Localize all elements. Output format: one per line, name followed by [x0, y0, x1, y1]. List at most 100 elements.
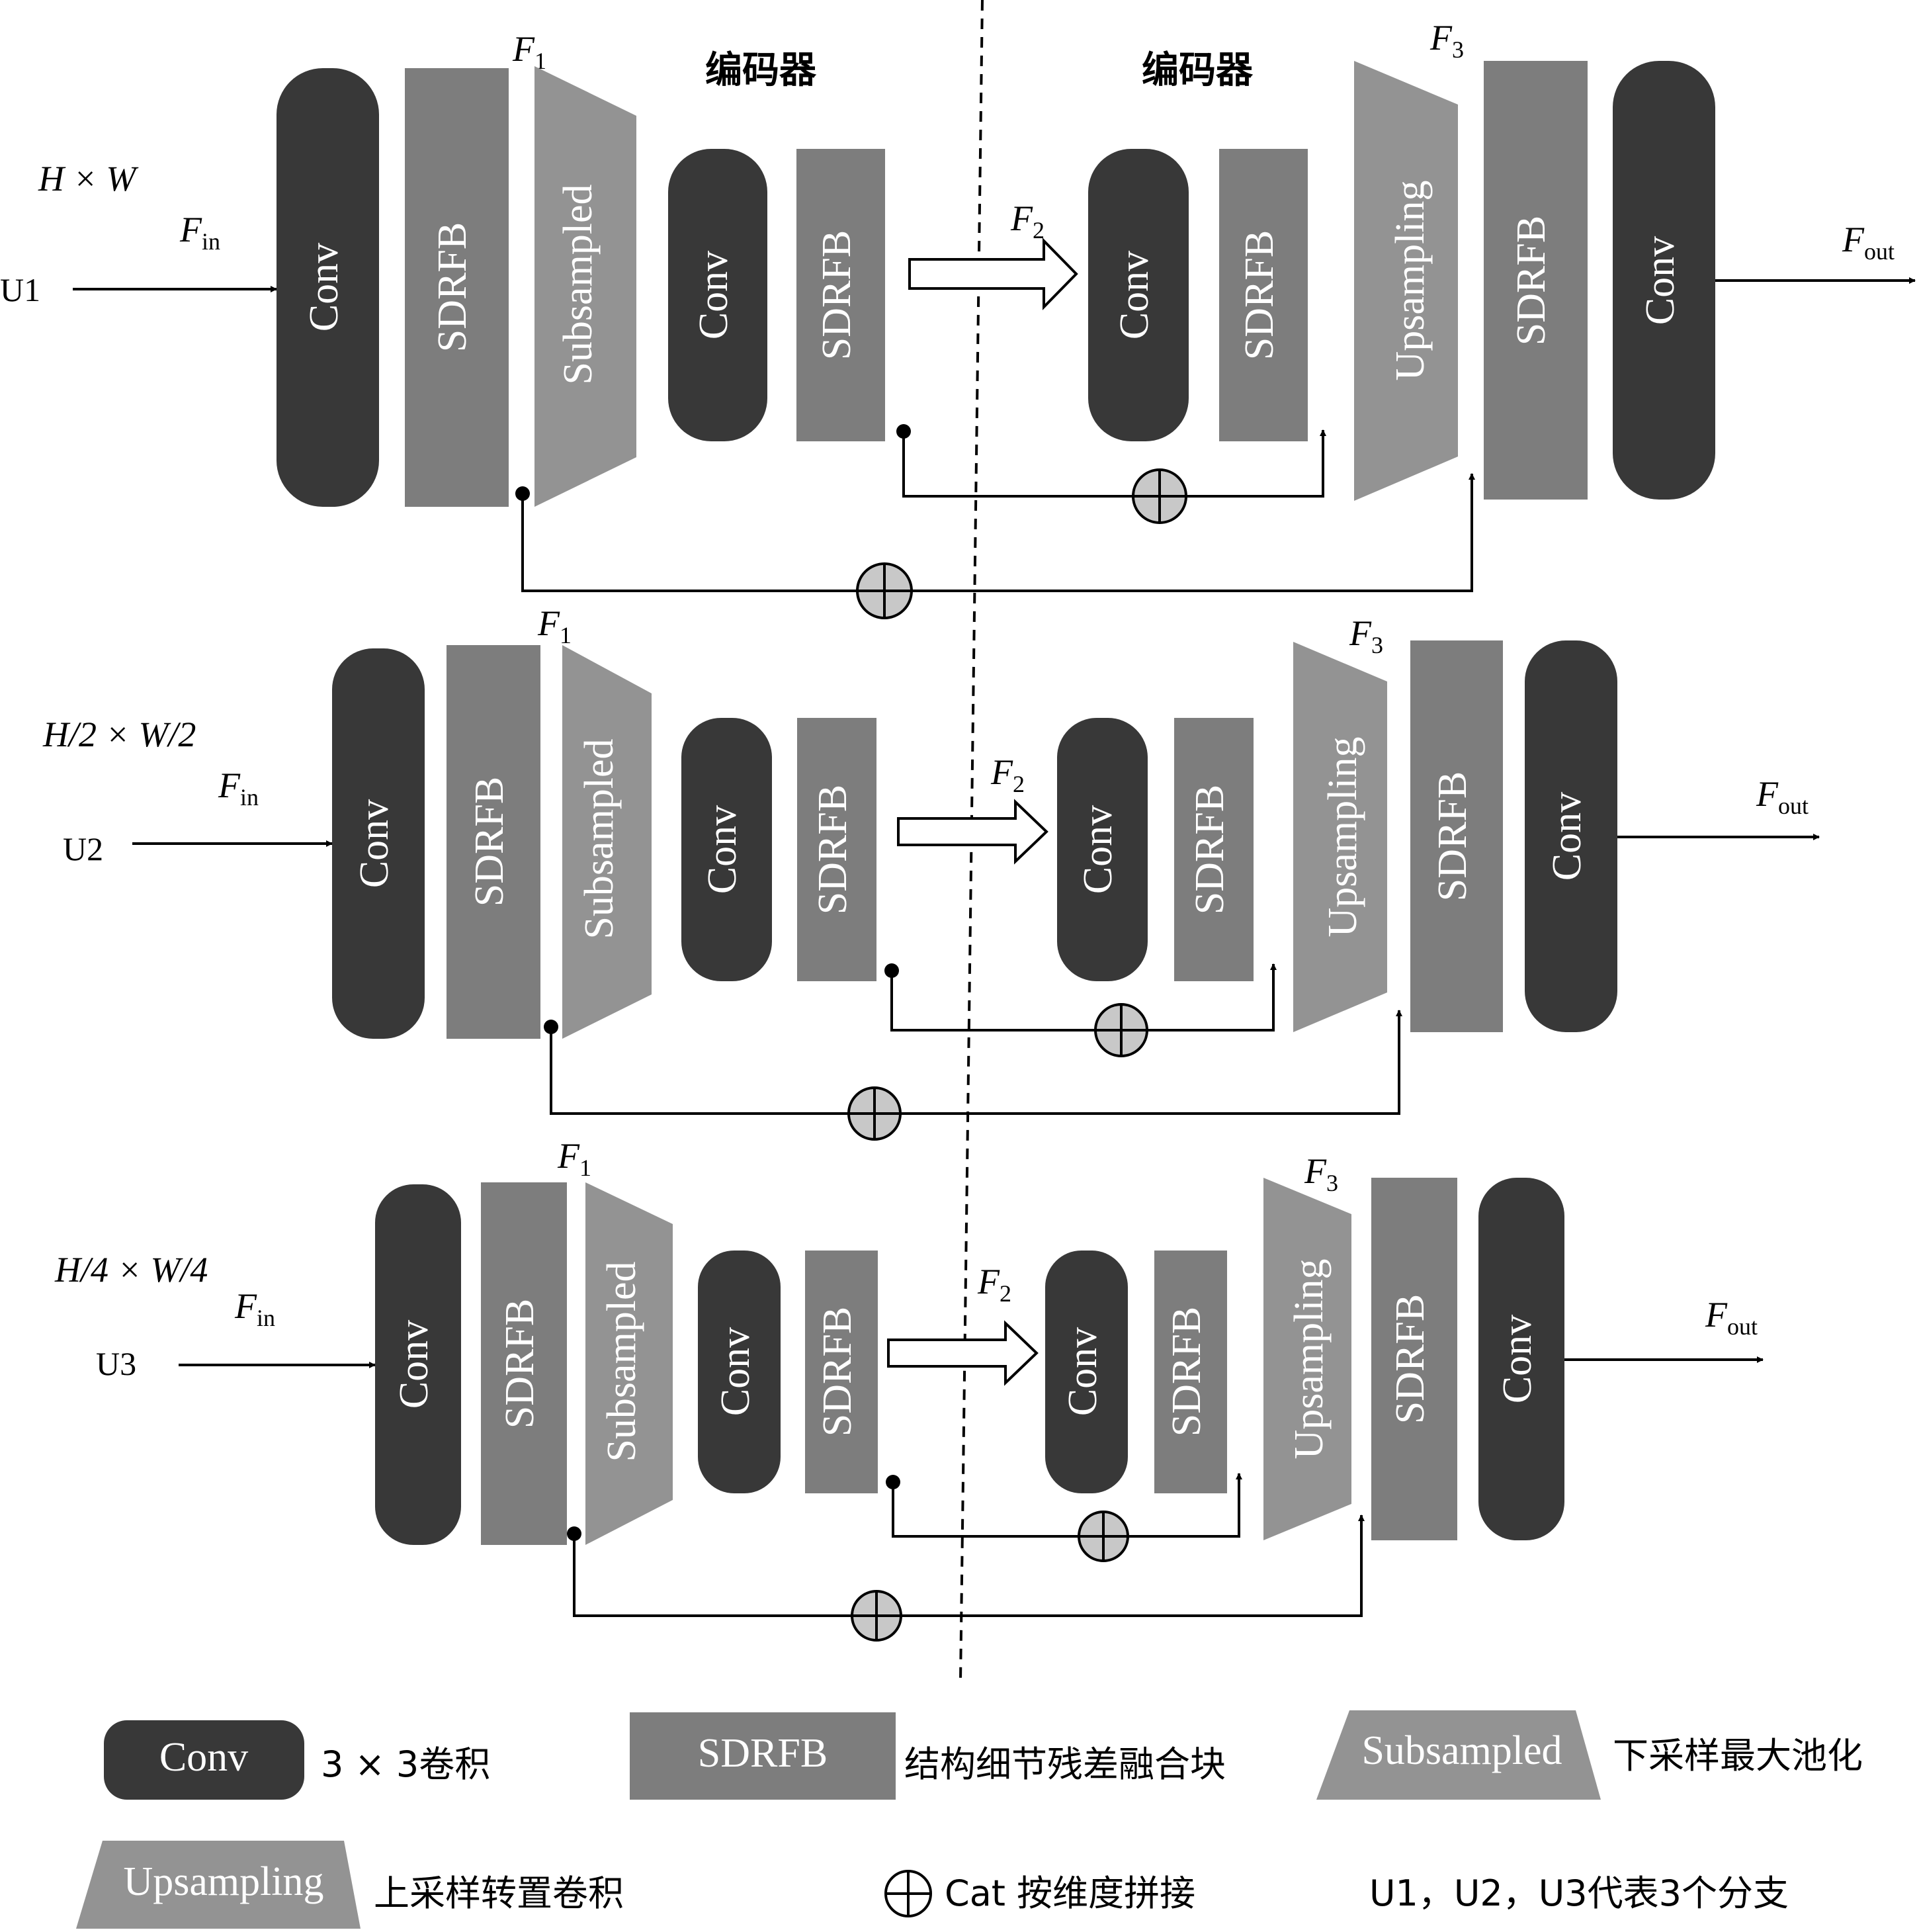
u2-enc-sdrfb-label: SDRFB [810, 785, 855, 914]
u3-outer-skip-line [573, 1515, 1365, 1617]
u1-enc-conv-label: Conv [691, 251, 736, 339]
legend-subsampled-swatch [1316, 1710, 1601, 1800]
branch-u2-size-label: H/2 × W/2 [42, 715, 196, 754]
u3-dec-sdrfb-block [1154, 1251, 1227, 1493]
legend-conv-desc: 3 × 3卷积 [321, 1743, 490, 1785]
u2-inner-skip-line [890, 963, 1277, 1032]
u2-subsampled-label: Subsampled [577, 738, 622, 939]
legend-sdrfb-swatch-label: SDRFB [698, 1731, 828, 1776]
u1-enc-conv-block [668, 149, 767, 441]
u2-dec-sdrfb-block [1174, 718, 1254, 981]
u3-enc-sdrfb-label: SDRFB [815, 1307, 860, 1436]
u3-fout-label: Fout [1705, 1295, 1758, 1340]
legend-conv-swatch-label: Conv [159, 1735, 248, 1780]
u1-conv-block [277, 68, 379, 507]
u1-outer-skip-line [521, 473, 1475, 592]
legend-sdrfb-desc: 结构细节残差融合块 [904, 1743, 1226, 1785]
u1-subsampled-label: Subsampled [556, 184, 601, 384]
u2-f3-label: F3 [1349, 613, 1383, 658]
u2-outer-skip-line [550, 1010, 1402, 1115]
u1-f1-label: F1 [512, 29, 546, 74]
u1-inner-skip-line [902, 429, 1326, 498]
u3-dec-conv-label: Conv [1060, 1327, 1105, 1416]
branch-u3-id-label: U3 [96, 1345, 136, 1382]
u1-inner-cat-icon [1132, 468, 1187, 524]
u3-f2-label: F2 [977, 1262, 1011, 1307]
u1-dec-sdrfb-block [1219, 149, 1308, 441]
legend-cat-desc: Cat 按维度拼接 [945, 1872, 1195, 1914]
u1-enc-sdrfb-block [796, 149, 885, 441]
legend-upsampling-swatch [76, 1841, 361, 1929]
u1-sdrfb-label: SDRFB [430, 222, 475, 352]
u2-outer-cat-icon [847, 1086, 902, 1141]
u3-f1-label: F1 [557, 1136, 591, 1181]
u3-conv-label: Conv [392, 1320, 437, 1409]
branch-u1-fin-label: Fin [179, 210, 220, 255]
u2-fout-label: Fout [1756, 774, 1809, 819]
u2-f1-label: F1 [537, 603, 572, 648]
u1-enc-sdrfb-label: SDRFB [814, 230, 859, 360]
u1-f2-arrow [908, 238, 1078, 310]
u1-dec-sdrfb-label: SDRFB [1237, 230, 1282, 360]
u3-out-conv-block [1478, 1178, 1564, 1540]
u2-out-conv-block [1525, 640, 1617, 1032]
u1-f3-label: F3 [1429, 18, 1464, 63]
u3-enc-conv-block [698, 1251, 781, 1493]
u1-subsampled-block [534, 66, 636, 507]
u3-upsampling-block [1263, 1178, 1351, 1540]
u1-out-sdrfb-label: SDRFB [1509, 216, 1554, 345]
u3-sdrfb-label: SDRFB [497, 1299, 542, 1428]
u2-subsampled-block [562, 645, 652, 1039]
u3-conv-block [375, 1184, 461, 1545]
branch-u1-size-label: H × W [38, 159, 139, 198]
u1-f2-label: F2 [1010, 198, 1045, 243]
branch-u3-fin-label: Fin [234, 1286, 275, 1331]
legend-upsampling-swatch-label: Upsampling [123, 1859, 323, 1904]
u2-enc-sdrfb-block [797, 718, 876, 981]
legend-cat-icon [884, 1870, 932, 1917]
u2-upsampling-block [1293, 642, 1387, 1032]
u1-fout-label: Fout [1842, 220, 1895, 265]
u3-sdrfb-block [481, 1182, 567, 1545]
u2-enc-conv-block [681, 718, 772, 981]
u3-f2-arrow [887, 1320, 1039, 1386]
u2-sdrfb-block [447, 645, 540, 1039]
legend-conv-swatch [104, 1720, 304, 1800]
u3-out-sdrfb-label: SDRFB [1388, 1294, 1433, 1424]
legend-sdrfb-swatch [630, 1712, 896, 1800]
u3-enc-conv-label: Conv [713, 1327, 758, 1416]
u1-outer-cat-icon [856, 562, 913, 619]
branch-u2-fin-label: Fin [218, 766, 259, 811]
u2-enc-conv-label: Conv [700, 805, 745, 894]
u3-inner-skip-line [892, 1473, 1242, 1538]
legend-branches-desc: U1，U2，U3代表3个分支 [1369, 1872, 1789, 1914]
u1-dec-conv-label: Conv [1112, 251, 1157, 339]
u3-out-sdrfb-block [1371, 1178, 1457, 1540]
u1-sdrfb-block [405, 68, 509, 507]
u3-dec-conv-block [1045, 1251, 1128, 1493]
u2-out-sdrfb-block [1410, 640, 1503, 1032]
legend-subsampled-swatch-label: Subsampled [1361, 1728, 1562, 1773]
u1-out-sdrfb-block [1484, 61, 1588, 500]
u3-upsampling-label: Upsampling [1287, 1258, 1332, 1459]
u3-f3-label: F3 [1304, 1151, 1338, 1196]
u3-subsampled-block [585, 1182, 673, 1545]
u3-out-conv-label: Conv [1495, 1315, 1540, 1403]
branch-u3-size-label: H/4 × W/4 [54, 1250, 208, 1290]
u2-conv-label: Conv [352, 799, 397, 888]
u3-outer-cat-icon [851, 1590, 902, 1642]
u2-conv-block [332, 648, 425, 1039]
branch-u1-id-label: U1 [0, 271, 40, 308]
u1-dec-conv-block [1088, 149, 1189, 441]
u2-f2-arrow [897, 799, 1048, 865]
u2-out-conv-label: Conv [1545, 792, 1590, 881]
u2-dec-conv-block [1057, 718, 1148, 981]
legend-subsampled-desc: 下采样最大池化 [1613, 1735, 1863, 1777]
legend-upsampling-desc: 上采样转置卷积 [374, 1872, 624, 1914]
legend: Conv 3 × 3卷积 SDRFB 结构细节残差融合块 Subsampled … [76, 1710, 1863, 1929]
u2-out-sdrfb-label: SDRFB [1430, 771, 1475, 901]
left-section-title: 编码器 [705, 49, 817, 92]
u2-dec-conv-label: Conv [1076, 805, 1121, 894]
u3-subsampled-label: Subsampled [599, 1261, 644, 1462]
